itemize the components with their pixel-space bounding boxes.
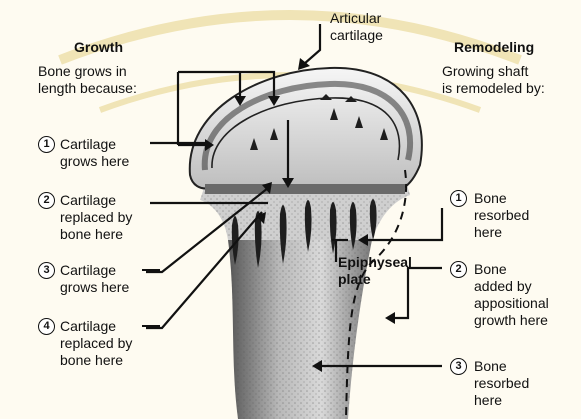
epiphyseal-plate-band: [205, 184, 405, 194]
remodeling-step-label: Bone resorbed here: [474, 358, 529, 409]
remodeling-step-number: 2: [450, 261, 467, 278]
remodeling-step-label: Bone resorbed here: [474, 190, 529, 241]
growth-step-label: Cartilage replaced by bone here: [60, 192, 132, 243]
growth-step-label: Cartilage grows here: [60, 262, 129, 296]
remodeling-step-label: Bone added by appositional growth here: [474, 261, 549, 329]
growth-title: Growth: [74, 39, 123, 56]
growth-step-label: Cartilage replaced by bone here: [60, 318, 132, 369]
label-tick-lines: [142, 270, 160, 326]
articular-cartilage-label: Articular cartilage: [330, 10, 383, 44]
growth-step-number: 3: [38, 262, 55, 279]
growth-step-number: 4: [38, 318, 55, 335]
remodeling-subtitle: Growing shaft is remodeled by:: [442, 63, 545, 97]
remodeling-step-number: 3: [450, 358, 467, 375]
growth-step-number: 2: [38, 192, 55, 209]
growth-step-number: 1: [38, 136, 55, 153]
growth-step-label: Cartilage grows here: [60, 136, 129, 170]
remodeling-step-number: 1: [450, 190, 467, 207]
growth-subtitle: Bone grows in length because:: [38, 63, 137, 97]
remodeling-title: Remodeling: [454, 39, 534, 56]
epiphyseal-plate-label: Epiphyseal plate: [338, 254, 412, 288]
